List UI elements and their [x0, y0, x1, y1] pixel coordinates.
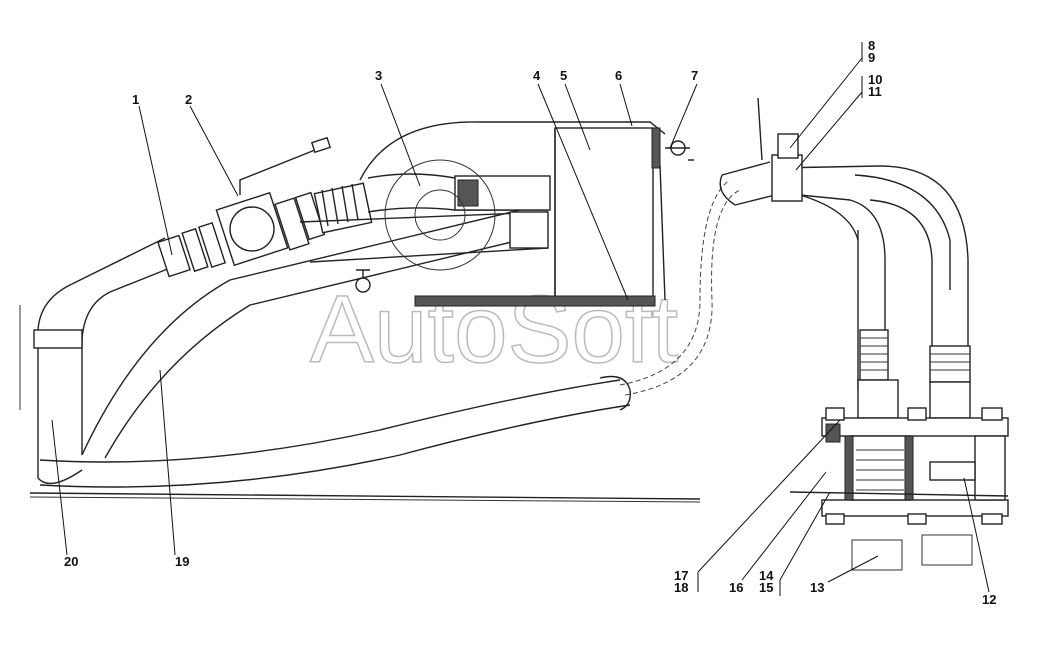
- tank-5: [554, 127, 654, 301]
- callout-9: 9: [868, 50, 875, 65]
- hose-clamp: [33, 329, 83, 349]
- clamp-10: [771, 154, 803, 202]
- callout-18: 18: [674, 580, 688, 595]
- callout-8: 8: [868, 38, 875, 53]
- corrugated-sections: [859, 329, 971, 383]
- callout-11: 11: [868, 84, 882, 99]
- callout-12: 12: [982, 592, 996, 607]
- leader-lines: [51, 42, 990, 596]
- callout-2: 2: [185, 92, 192, 107]
- hose-elbows-right: [719, 97, 969, 420]
- callout-15: 15: [759, 580, 773, 595]
- pipe-20: [19, 237, 171, 485]
- flange-assembly: [789, 379, 1009, 525]
- callout-3: 3: [375, 68, 382, 83]
- bolt-8: [777, 133, 799, 159]
- callout-20: 20: [64, 554, 78, 569]
- callout-10: 10: [868, 72, 882, 87]
- callout-4: 4: [533, 68, 541, 83]
- eye-bolt-7: [665, 140, 694, 161]
- blocks-13: [851, 534, 973, 571]
- housing-6: [359, 121, 666, 307]
- ground-line: [29, 492, 701, 503]
- callout-19: 19: [175, 554, 189, 569]
- callout-17: 17: [674, 568, 688, 583]
- callout-16: 16: [729, 580, 743, 595]
- ball-valve-2: [215, 136, 332, 267]
- hose-19: [39, 209, 631, 488]
- callout-5: 5: [560, 68, 567, 83]
- callout-14: 14: [759, 568, 774, 583]
- dashed-route: [619, 179, 741, 396]
- callout-7: 7: [691, 68, 698, 83]
- callout-13: 13: [810, 580, 824, 595]
- lower-pipe: [299, 211, 549, 263]
- callout-labels: 1 2 3 4 5 6 7 8 9 10 11 12 13 14 15 16 1…: [64, 38, 996, 607]
- base-plate-4: [414, 295, 656, 307]
- coupling-1: [157, 221, 227, 278]
- callout-6: 6: [615, 68, 622, 83]
- callout-1: 1: [132, 92, 139, 107]
- eye-bolt-lower: [355, 269, 371, 293]
